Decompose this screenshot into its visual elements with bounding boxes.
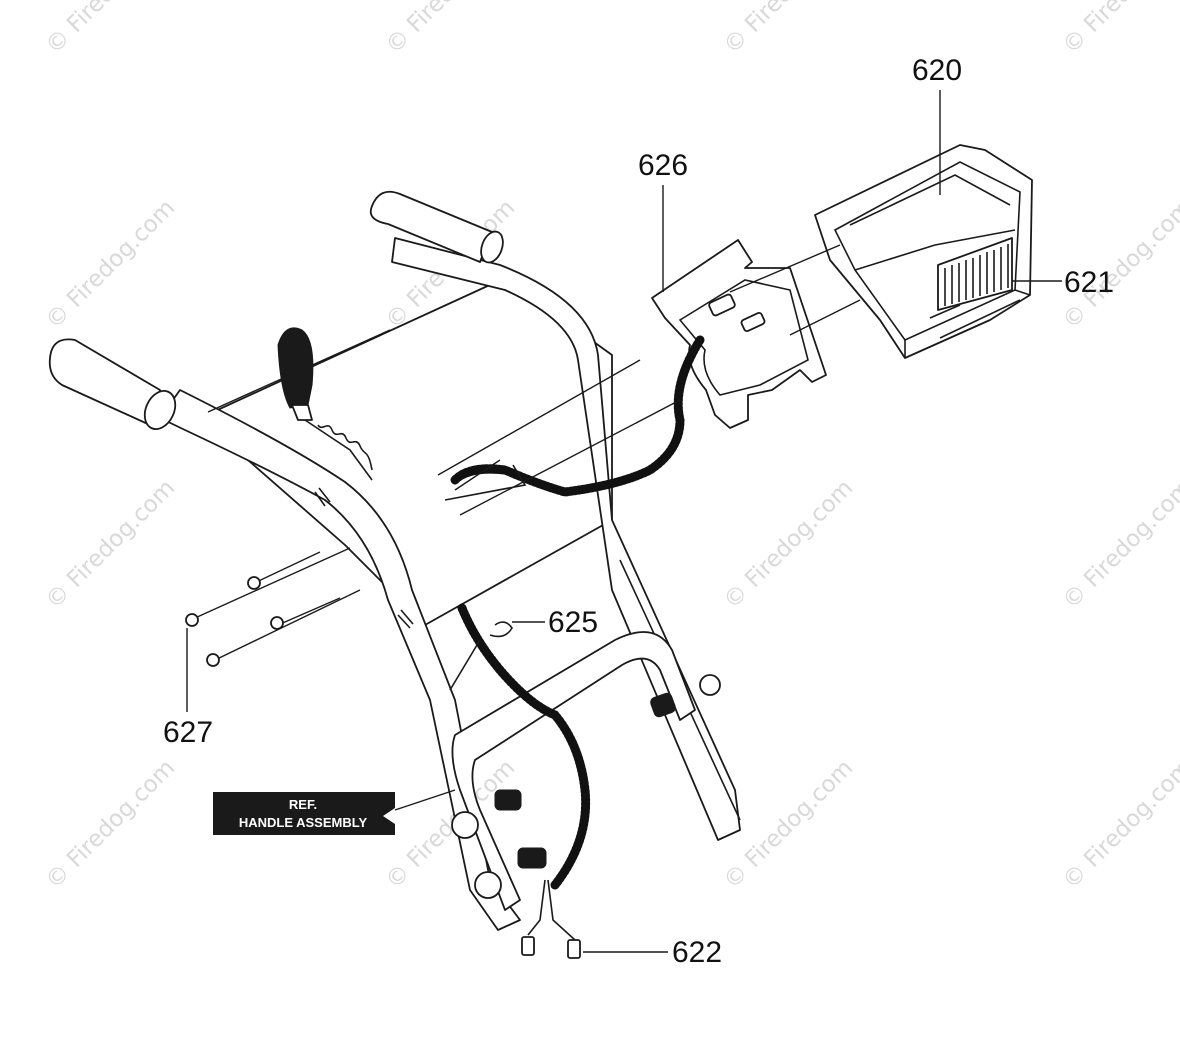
callout-621: 621 — [1064, 266, 1114, 299]
callout-622: 622 — [672, 936, 722, 969]
watermark-text: © Firedog.com — [381, 0, 520, 59]
reference-label-box — [213, 792, 395, 835]
watermark-text: © Firedog.com — [1058, 195, 1180, 334]
callouts: 620 621 622 625 626 627 — [163, 54, 1114, 969]
watermark-text: © Firedog.com — [719, 0, 858, 59]
callout-620: 620 — [912, 54, 962, 87]
lower-handle-bracket — [451, 631, 721, 911]
connector — [708, 293, 736, 317]
callout-625: 625 — [548, 606, 598, 639]
terminal — [521, 936, 535, 956]
screw — [185, 613, 199, 627]
reference-label-line1: REF. — [289, 797, 317, 812]
wiring-harness-lower — [449, 603, 591, 959]
watermark-text: © Firedog.com — [1058, 0, 1180, 59]
wiring-harness-upper — [437, 335, 705, 516]
screw — [247, 576, 261, 590]
screw — [206, 653, 220, 667]
watermark-text: © Firedog.com — [41, 195, 180, 334]
shift-lever — [277, 327, 373, 481]
screw — [270, 616, 284, 630]
watermark-text: © Firedog.com — [41, 755, 180, 894]
terminal — [567, 939, 581, 959]
connector — [740, 312, 766, 332]
reference-label-line2: HANDLE ASSEMBLY — [239, 815, 368, 830]
leader-lines — [186, 90, 1062, 953]
reference-label: REF. HANDLE ASSEMBLY — [213, 792, 395, 835]
callout-626: 626 — [638, 149, 688, 182]
light-housing — [814, 144, 1033, 359]
watermark-text: © Firedog.com — [1058, 475, 1180, 614]
callout-627: 627 — [163, 716, 213, 749]
washer — [699, 674, 721, 696]
watermark-text: © Firedog.com — [41, 475, 180, 614]
watermark-text: © Firedog.com — [1058, 755, 1180, 894]
right-handle-bar — [369, 190, 741, 841]
explode-lines — [207, 244, 861, 413]
light-lens — [937, 237, 1013, 311]
bolt-head — [494, 789, 522, 811]
watermark-text: © Firedog.com — [719, 475, 858, 614]
bolt-head — [650, 692, 676, 718]
hex-nut — [451, 811, 479, 839]
watermark-text: © Firedog.com — [41, 0, 180, 59]
lower-bolts — [451, 789, 547, 899]
hex-nut — [474, 871, 502, 899]
light-bracket — [651, 239, 827, 429]
screws — [185, 547, 361, 667]
bolt-head — [517, 847, 547, 869]
leader-ref — [394, 789, 456, 811]
